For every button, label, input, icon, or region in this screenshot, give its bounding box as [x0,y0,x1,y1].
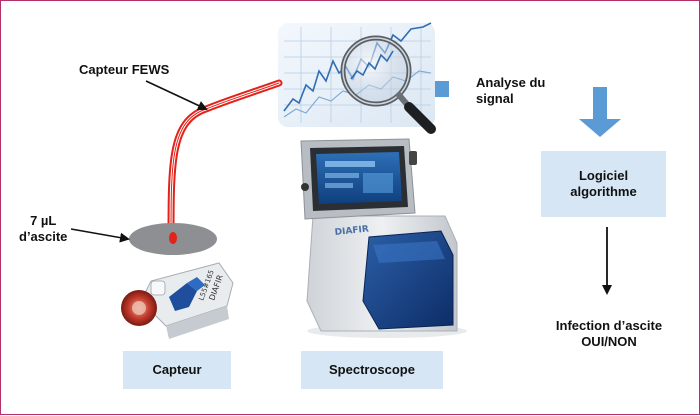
sensor-device-image: L55#165 DIAFIR [121,262,234,339]
label-infection-result: Infection d’ascite OUI/NON [555,318,663,349]
box-capteur: Capteur [123,351,231,389]
box-spectroscope: Spectroscope [301,351,443,389]
arrow-volume-to-disc [70,228,130,243]
magnifier-icon [340,35,436,134]
svg-text:DIAFIR: DIAFIR [334,224,369,238]
optical-fiber [167,79,283,243]
signal-chart-image [278,22,436,134]
label-signal-analysis: Analyse du signal [476,75,546,106]
arrow-fews-to-fiber [145,80,208,111]
spectroscope-image: DIAFIR [300,138,467,338]
fiber-tip [169,232,177,244]
label-capteur-fews: Capteur FEWS [79,62,170,77]
flow-arrow-to-software [435,81,621,137]
box-logiciel: Logiciel algorithme [541,151,666,217]
label-sample-volume: 7 µL d’ascite [19,213,68,244]
